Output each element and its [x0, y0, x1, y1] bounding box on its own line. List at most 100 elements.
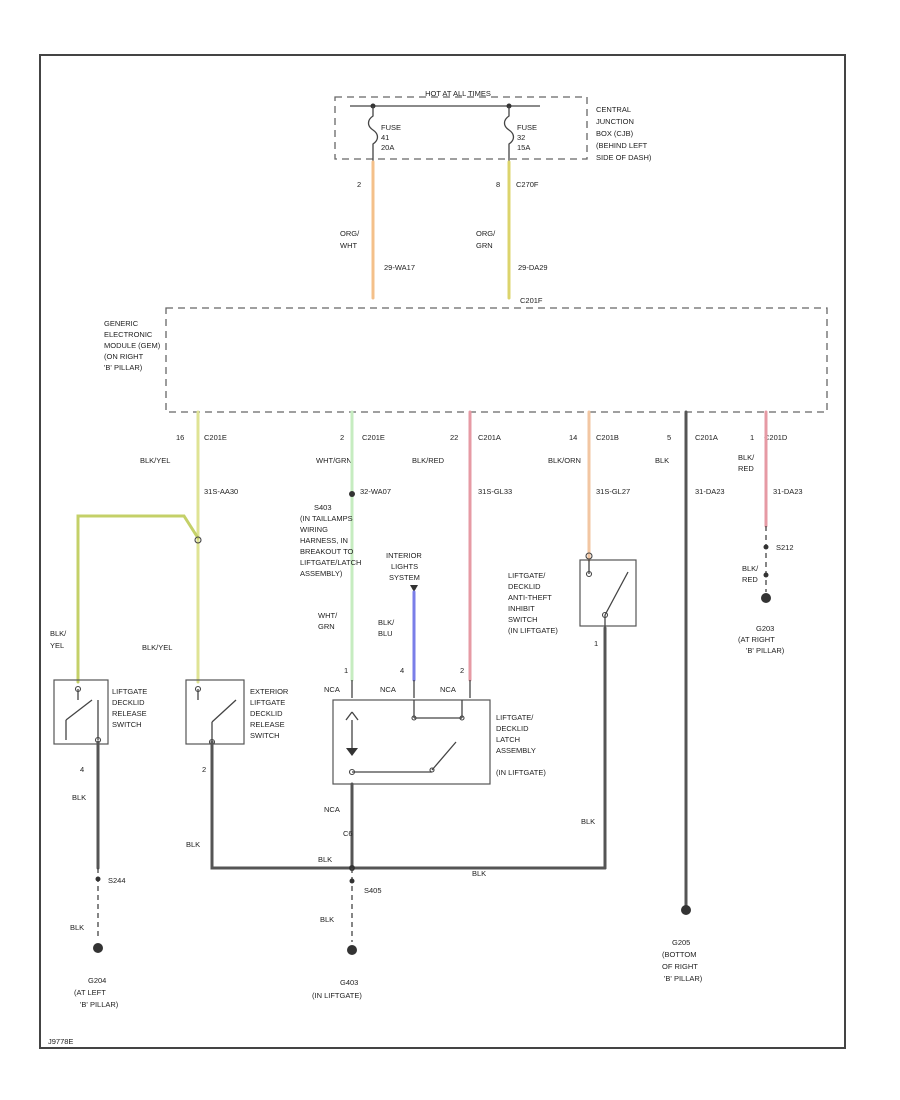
g205-id: G205	[672, 938, 690, 947]
wire-1-circuit: 29-WA17	[384, 263, 415, 272]
left-switch-pin: 4	[80, 765, 84, 774]
latch-contact-c	[429, 767, 435, 773]
s405-id: S405	[364, 886, 382, 895]
svg-text:ASSEMBLY): ASSEMBLY)	[300, 569, 343, 578]
gem-pin1-conn: C201D	[764, 433, 788, 442]
latch-assembly	[332, 699, 491, 785]
s212-wire-a: BLK/	[742, 564, 759, 573]
svg-text:SWITCH: SWITCH	[508, 615, 538, 624]
g203-id: G203	[756, 624, 774, 633]
wire-2-color-b: GRN	[476, 241, 493, 250]
gem-pin1-color-b: RED	[738, 464, 754, 473]
gem-pin14-conn: C201B	[596, 433, 619, 442]
gem-pin16-color: BLK/YEL	[140, 456, 170, 465]
svg-text:SWITCH: SWITCH	[112, 720, 142, 729]
wire-blk-bus	[210, 740, 607, 870]
cjb-label: CENTRAL JUNCTION BOX (CJB) (BEHIND LEFT …	[596, 105, 652, 162]
gem-pin22-circuit: 31S-GL33	[478, 487, 512, 496]
s244-id: S244	[108, 876, 126, 885]
gem-top-conn: C201F	[520, 296, 543, 305]
svg-text:JUNCTION: JUNCTION	[596, 117, 634, 126]
gem-pin1-color-a: BLK/	[738, 453, 755, 462]
figure-id: J9778E	[48, 1037, 73, 1046]
gem-pin22-color: BLK/RED	[412, 456, 445, 465]
svg-text:DECKLID: DECKLID	[112, 698, 145, 707]
svg-text:'B' PILLAR): 'B' PILLAR)	[104, 363, 143, 372]
anti-theft-pin: 1	[594, 639, 598, 648]
junction-blk: BLK	[318, 855, 332, 864]
g205-loc-a: (BOTTOM	[662, 950, 696, 959]
svg-text:LIFTGATE/: LIFTGATE/	[508, 571, 546, 580]
fuse-41-l2: 41	[381, 133, 389, 142]
interior-lights-label: INTERIOR LIGHTS SYSTEM	[386, 551, 422, 582]
svg-text:CENTRAL: CENTRAL	[596, 105, 631, 114]
svg-text:(IN LIFTGATE): (IN LIFTGATE)	[496, 768, 546, 777]
g204-ground	[93, 943, 103, 953]
svg-text:ASSEMBLY: ASSEMBLY	[496, 746, 536, 755]
g205-loc-c: 'B' PILLAR)	[664, 974, 703, 983]
anti-theft-switch	[579, 559, 637, 627]
latch-pin1: 1	[344, 666, 348, 675]
gem-pin16-conn: C201E	[204, 433, 227, 442]
latch-contact-d	[348, 768, 356, 776]
s212-dot	[763, 544, 769, 550]
gem-pin2-circuit: 32-WA07	[360, 487, 391, 496]
svg-text:INTERIOR: INTERIOR	[386, 551, 422, 560]
gem-pin2-conn: C201E	[362, 433, 385, 442]
blk-blu-b: BLU	[378, 629, 393, 638]
g403-wire: BLK	[320, 915, 334, 924]
wire-1-color-a: ORG/	[340, 229, 360, 238]
svg-text:(IN LIFTGATE): (IN LIFTGATE)	[508, 626, 558, 635]
gem-pin16-circuit: 31S-AA30	[204, 487, 238, 496]
gem-pin2-color: WHT/GRN	[316, 456, 352, 465]
gem-pin14-circuit: 31S-GL27	[596, 487, 630, 496]
svg-text:MODULE (GEM): MODULE (GEM)	[104, 341, 161, 350]
svg-text:WIRING: WIRING	[300, 525, 328, 534]
svg-text:HARNESS, IN: HARNESS, IN	[300, 536, 348, 545]
svg-text:LIFTGATE: LIFTGATE	[250, 698, 285, 707]
svg-text:ELECTRONIC: ELECTRONIC	[104, 330, 153, 339]
latch-contact-a	[411, 715, 417, 721]
s403-id: S403	[314, 503, 332, 512]
s405-dot	[349, 878, 355, 884]
anti-theft-blade	[588, 560, 629, 630]
s403-splice	[349, 491, 355, 497]
svg-text:LATCH: LATCH	[496, 735, 520, 744]
g204-loc-b: 'B' PILLAR)	[80, 1000, 119, 1009]
svg-text:BOX (CJB): BOX (CJB)	[596, 129, 634, 138]
fuse-41-l3: 20A	[381, 143, 394, 152]
svg-text:DECKLID: DECKLID	[496, 724, 529, 733]
junction-16	[194, 536, 202, 544]
blk-blu-a: BLK/	[378, 618, 395, 627]
cjb-outline	[334, 96, 588, 160]
latch-assembly-label: LIFTGATE/ DECKLID LATCH ASSEMBLY (IN LIF…	[496, 713, 546, 777]
gem-pin22: 22	[450, 433, 458, 442]
svg-text:SWITCH: SWITCH	[250, 731, 280, 740]
latch-diode	[346, 748, 358, 756]
svg-text:BREAKOUT TO: BREAKOUT TO	[300, 547, 354, 556]
cjb-pin-2: 8	[496, 180, 500, 189]
exterior-release-switch	[185, 679, 245, 745]
ext-switch-wire	[197, 689, 213, 742]
left-blk-label: BLK	[72, 793, 86, 802]
latch-nca-1: NCA	[324, 685, 340, 694]
wht-grn-low-b: GRN	[318, 622, 335, 631]
g203-loc-b: 'B' PILLAR)	[746, 646, 785, 655]
gem-pin14: 14	[569, 433, 577, 442]
g204-id: G204	[88, 976, 106, 985]
wire-2-circuit: 29-DA29	[518, 263, 548, 272]
bus-blk: BLK	[472, 869, 486, 878]
svg-text:(ON RIGHT: (ON RIGHT	[104, 352, 144, 361]
gem-pin5-color: BLK	[655, 456, 669, 465]
gem-pin1: 1	[750, 433, 754, 442]
g204-wire: BLK	[70, 923, 84, 932]
cjb-pin-1: 2	[357, 180, 361, 189]
svg-text:(BEHIND LEFT: (BEHIND LEFT	[596, 141, 648, 150]
latch-internal	[345, 700, 463, 773]
ext-switch-pin: 2	[202, 765, 206, 774]
anti-theft-conn	[585, 552, 593, 560]
fuse-32-l2: 32	[517, 133, 525, 142]
cjb-header: HOT AT ALL TIMES	[425, 89, 491, 98]
g205-ground	[681, 905, 691, 915]
s212-dot-2	[763, 572, 769, 578]
